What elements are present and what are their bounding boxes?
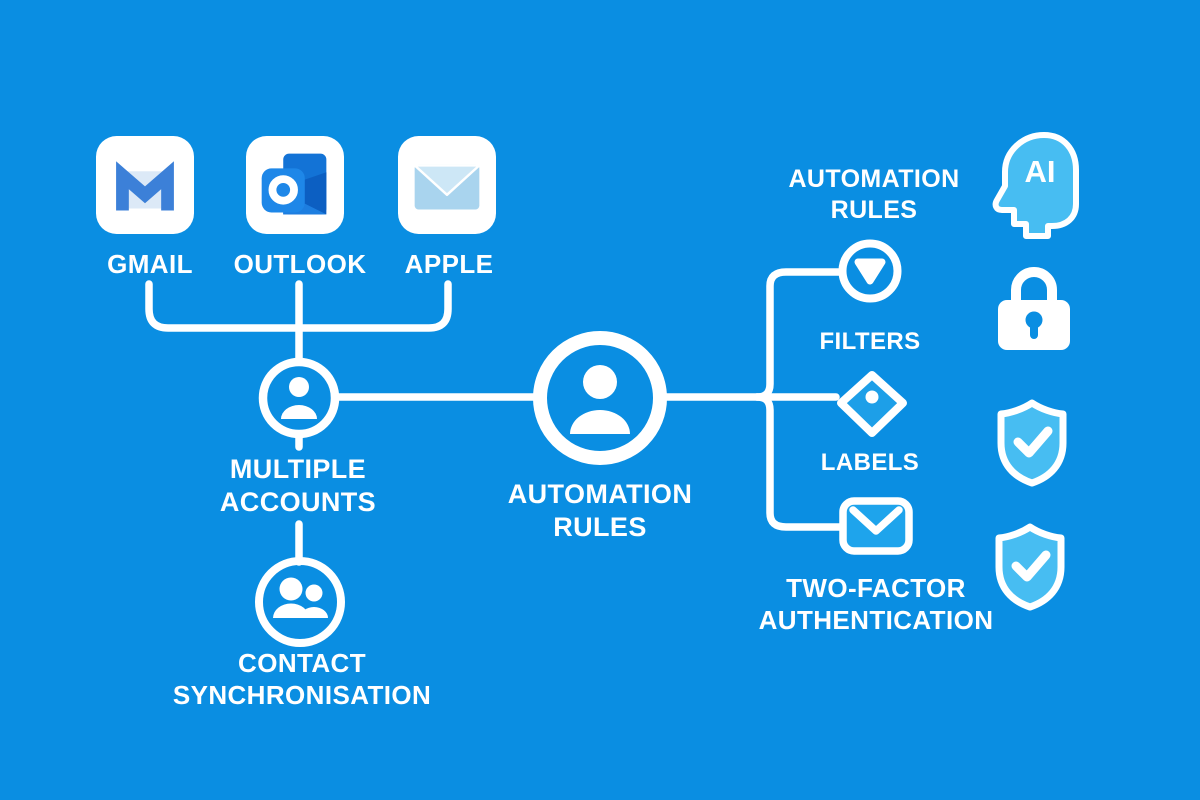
ai-head-icon: AI [992, 132, 1079, 239]
shield-check-icon [995, 523, 1065, 611]
filters-label: FILTERS [819, 328, 921, 355]
gmail-app-icon [96, 136, 194, 234]
envelope-icon [839, 497, 913, 555]
two-factor-label: TWO-FACTOR AUTHENTICATION [758, 573, 994, 635]
user-ring-icon [533, 331, 667, 465]
tag-icon [837, 371, 907, 437]
rules-to-twofactor-line [753, 393, 845, 531]
lock-icon [998, 267, 1070, 350]
shield-check-icon [997, 399, 1067, 487]
user-circle-icon [258, 357, 340, 439]
multiple-accounts-label: MULTIPLE ACCOUNTS [219, 454, 377, 517]
outlook-label: OUTLOOK [233, 249, 367, 279]
labels-label: LABELS [820, 449, 920, 476]
contact-sync-label: CONTACT SYNCHRONISATION [172, 648, 432, 710]
two-users-circle-icon [255, 557, 345, 647]
gmail-label: GMAIL [107, 249, 193, 279]
ai-badge-text: AI [1025, 154, 1056, 189]
right-panel-heading: AUTOMATION RULES [788, 165, 960, 224]
outlook-app-icon [246, 136, 344, 234]
apple-mail-app-icon [398, 136, 496, 234]
apple-label: APPLE [404, 249, 494, 279]
automation-rules-label: AUTOMATION RULES [507, 479, 693, 542]
filter-circle-icon [838, 239, 902, 303]
